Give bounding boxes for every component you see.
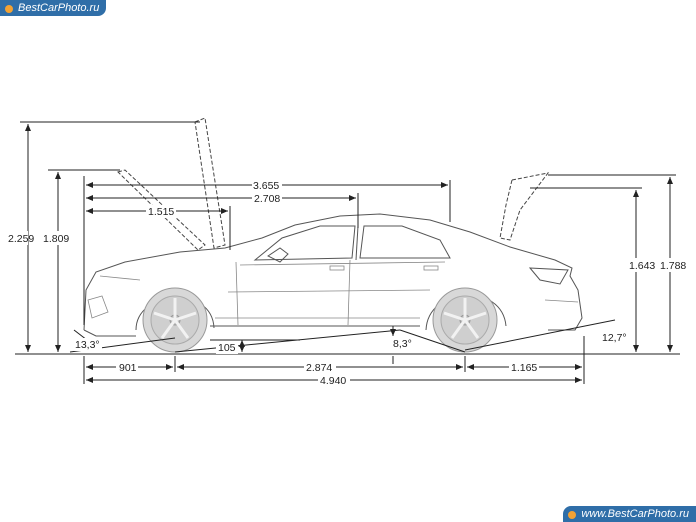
- watermark-top: BestCarPhoto.ru: [0, 0, 107, 16]
- label-departure-angle: 12,7°: [602, 332, 627, 344]
- departure-line: [464, 319, 616, 351]
- car-side-view: [83, 213, 583, 337]
- label-1515: 1.515: [148, 206, 174, 218]
- label-rear-overhang: 1.165: [511, 362, 537, 374]
- watermark-bottom: www.BestCarPhoto.ru: [563, 506, 696, 522]
- label-hood-open-height: 2.259: [8, 233, 34, 245]
- logo-dot-icon: [5, 5, 13, 13]
- label-roof-height: 1.643: [629, 260, 655, 272]
- label-front-overhang: 901: [119, 362, 137, 374]
- open-hood: [117, 117, 226, 251]
- label-ground-clearance: 105: [218, 342, 236, 354]
- rear-wheel: [432, 287, 498, 353]
- labels: 2.259 1.809 1.643 1.788 3.655 2.708 1.51…: [6, 179, 689, 387]
- label-mirror-height: 1.809: [43, 233, 69, 245]
- label-approach-angle: 13,3°: [75, 339, 100, 351]
- label-ramp-angle: 8,3°: [393, 338, 412, 350]
- front-wheel: [142, 287, 208, 353]
- ramp-line-b: [399, 329, 466, 353]
- watermark-top-text: BestCarPhoto.ru: [18, 2, 100, 14]
- ramp-line-a: [174, 329, 401, 353]
- label-wheelbase: 2.874: [306, 362, 332, 374]
- label-overall-length: 4.940: [320, 375, 346, 387]
- logo-dot-icon: [568, 511, 577, 519]
- watermark-bottom-text: www.BestCarPhoto.ru: [581, 508, 689, 520]
- open-trunk: [499, 172, 550, 241]
- label-2708: 2.708: [254, 193, 280, 205]
- label-3655: 3.655: [253, 180, 279, 192]
- label-trunk-open-height: 1.788: [660, 260, 686, 272]
